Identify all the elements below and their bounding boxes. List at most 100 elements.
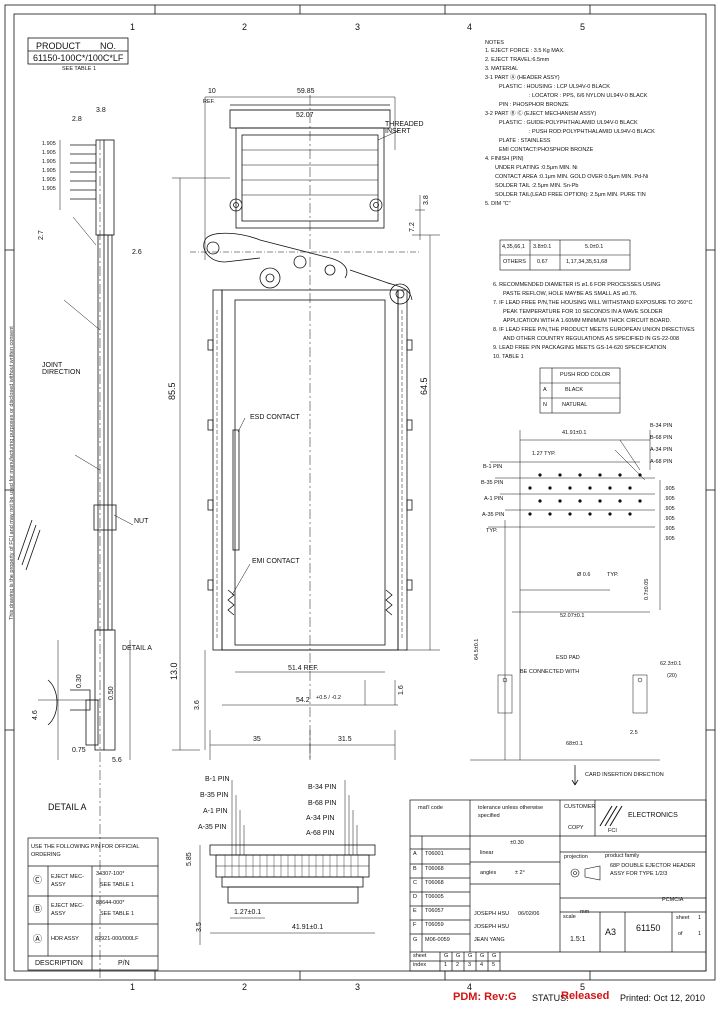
fp-dim-64-5: 64.5±0.1 <box>474 638 480 660</box>
tb-sheet-value: 1 <box>698 915 702 921</box>
dim-table-r0c1: 3.8±0.1 <box>533 244 552 250</box>
notes-block: NOTES 1. EJECT FORCE : 3.5 Kg MAX. 2. EJ… <box>485 40 705 209</box>
notes2-line-7: 9. LEAD FREE P/N PACKAGING MEETS GS-14-6… <box>493 345 667 351</box>
notes-title: NOTES <box>485 40 504 46</box>
tb-sheet-row-label: sheet <box>413 953 427 959</box>
dim-table-r0c0: 4,35,66,1 <box>502 244 525 250</box>
front-pin-b1: B-1 PIN <box>205 776 230 783</box>
order-r1-mark: Ⓑ <box>33 904 43 914</box>
order-r0-desc: EJECT MEC- ASSY <box>51 874 84 888</box>
dim-top-10: 10 <box>208 88 216 95</box>
col-label-1: 1 <box>130 22 136 32</box>
table1-r0-key: A <box>543 387 547 393</box>
dim-1905-a: 1.905 <box>42 141 56 147</box>
fp-diam-0-6: Ø 0.6 <box>577 572 591 578</box>
inner-border <box>13 13 707 972</box>
front-view <box>199 780 376 945</box>
dim-1-6: 1.6 <box>398 685 405 695</box>
order-r2-pn: 82921-000/000LF <box>95 936 139 942</box>
dim-3-6: 3.6 <box>194 700 201 710</box>
dim-table-r1c1: 0.67 <box>537 259 548 265</box>
fp-dim-2-5: 2.5 <box>630 730 638 736</box>
notes2-line-2: 7. IF LEAD FREE P/N,THE HOUSING WILL WIT… <box>493 300 693 306</box>
fp-pin-b35: B-35 PIN <box>481 480 504 486</box>
rev-0-ecn: T06001 <box>425 851 444 857</box>
product-label: PRODUCT <box>36 41 81 51</box>
rev-1-letter: B <box>413 866 417 872</box>
no-label: NO. <box>100 41 117 51</box>
side-logo <box>17 519 41 571</box>
rev-5-letter: F <box>413 922 417 928</box>
fp-dim-68: 68±0.1 <box>566 741 583 747</box>
nut-label: NUT <box>134 518 149 525</box>
col-label-1b: 1 <box>130 982 136 992</box>
fp-pin-a1: A-1 PIN <box>484 496 504 502</box>
sheet-row-4: G <box>492 953 497 959</box>
notes-line-11: EMI CONTACT:PHOSPHOR BRONZE <box>499 147 594 153</box>
fp-dim-62-3: 62.3±0.1 <box>660 661 682 667</box>
col-label-2b: 2 <box>242 982 248 992</box>
top-view <box>190 95 420 760</box>
fp-1905-e: .905 <box>664 526 675 532</box>
front-pin-a68: A-68 PIN <box>306 830 335 837</box>
dim-table-r1c0: OTHERS <box>503 259 526 265</box>
rev-6-ecn: M06-0059 <box>425 937 450 943</box>
tb-date: 06/02/06 <box>518 911 540 917</box>
fp-pin-a68: A-68 PIN <box>650 459 673 465</box>
detail-a-callout: DETAIL A <box>122 645 152 652</box>
card-insertion-label: CARD INSERTION DIRECTION <box>585 772 664 778</box>
dim-13-0: 13.0 <box>169 662 179 680</box>
col-label-5: 5 <box>580 22 586 32</box>
order-r0-mark: Ⓒ <box>33 875 43 885</box>
table1-header: PUSH ROD COLOR <box>560 372 611 378</box>
status-prefix: STATUS: <box>532 993 569 1003</box>
fp-1905-c: .905 <box>664 506 675 512</box>
order-col-pn: P/N <box>118 960 130 967</box>
tb-size: A3 <box>605 927 617 937</box>
dim-3-5: 3.5 <box>196 922 203 932</box>
fp-pin-b34: B-34 PIN <box>650 423 673 429</box>
notes2-line-8: 10. TABLE 1 <box>493 354 524 360</box>
tb-copy: COPY <box>568 825 584 831</box>
notes-line-10: PLATE : STAINLESS <box>499 138 551 144</box>
dim-41-91: 41.91±0.1 <box>292 924 324 931</box>
front-pin-a34: A-34 PIN <box>306 815 335 822</box>
dim-54-2: 54.2 <box>296 697 310 704</box>
dim-5-6: 5.6 <box>112 757 122 764</box>
fp-dim-127typ: 1.27 TYP. <box>532 451 556 457</box>
tb-dwg-no: 61150 <box>636 923 661 933</box>
fp-dim-41-91: 41.91±0.1 <box>562 430 587 436</box>
front-pin-a1: A-1 PIN <box>203 808 228 815</box>
rev-6-letter: G <box>413 937 418 943</box>
sheet-row-3: G <box>480 953 485 959</box>
table1-r0-val: BLACK <box>565 387 584 393</box>
dim-1905-f: 1.905 <box>42 186 56 192</box>
notes-line-0: 1. EJECT FORCE : 3.5 Kg MAX. <box>485 48 565 54</box>
dim-5-85: 5.85 <box>186 852 193 866</box>
tb-product-family: product family <box>605 853 640 859</box>
rev-2-ecn: T06068 <box>425 880 444 886</box>
dim-0-30: 0.30 <box>76 674 83 688</box>
dim-3-8: 3.8 <box>423 195 430 205</box>
order-r2-desc: HDR ASSY <box>51 936 79 942</box>
notes2-line-0: 6. RECOMMENDED DIAMETER IS ø1.6 FOR PROC… <box>493 282 661 288</box>
fp-dim-0-7: 0.7±0.05 <box>644 578 650 600</box>
fp-1905-f: .905 <box>664 536 675 542</box>
tb-chk: JOSEPH HSU <box>474 924 510 930</box>
rev-4-letter: E <box>413 908 417 914</box>
notes-line-12: 4. FINISH (PIN) <box>485 156 524 162</box>
sheet-row-1: G <box>456 953 461 959</box>
dim-1905-c: 1.905 <box>42 159 56 165</box>
side-legal-note: This drawing is the property of FCI and … <box>9 326 15 620</box>
joint-direction-label: JOINT DIRECTION <box>42 362 81 376</box>
sheet-row-2: G <box>468 953 473 959</box>
index-row-1: 2 <box>456 962 460 968</box>
notes2-line-1: PASTE REFLOW, HOLE MAYBE AS SMALL AS ø0.… <box>503 291 638 297</box>
emi-contact-label: EMI CONTACT <box>252 558 300 565</box>
col-label-5b: 5 <box>580 982 586 992</box>
order-r0-pn: 34307-100* <box>96 871 125 877</box>
dim-1-27: 1.27±0.1 <box>234 909 262 916</box>
fp-typ-right: TYP. <box>607 572 619 578</box>
rev-4-ecn: T06057 <box>425 908 444 914</box>
tb-customer: CUSTOMER <box>564 804 596 810</box>
